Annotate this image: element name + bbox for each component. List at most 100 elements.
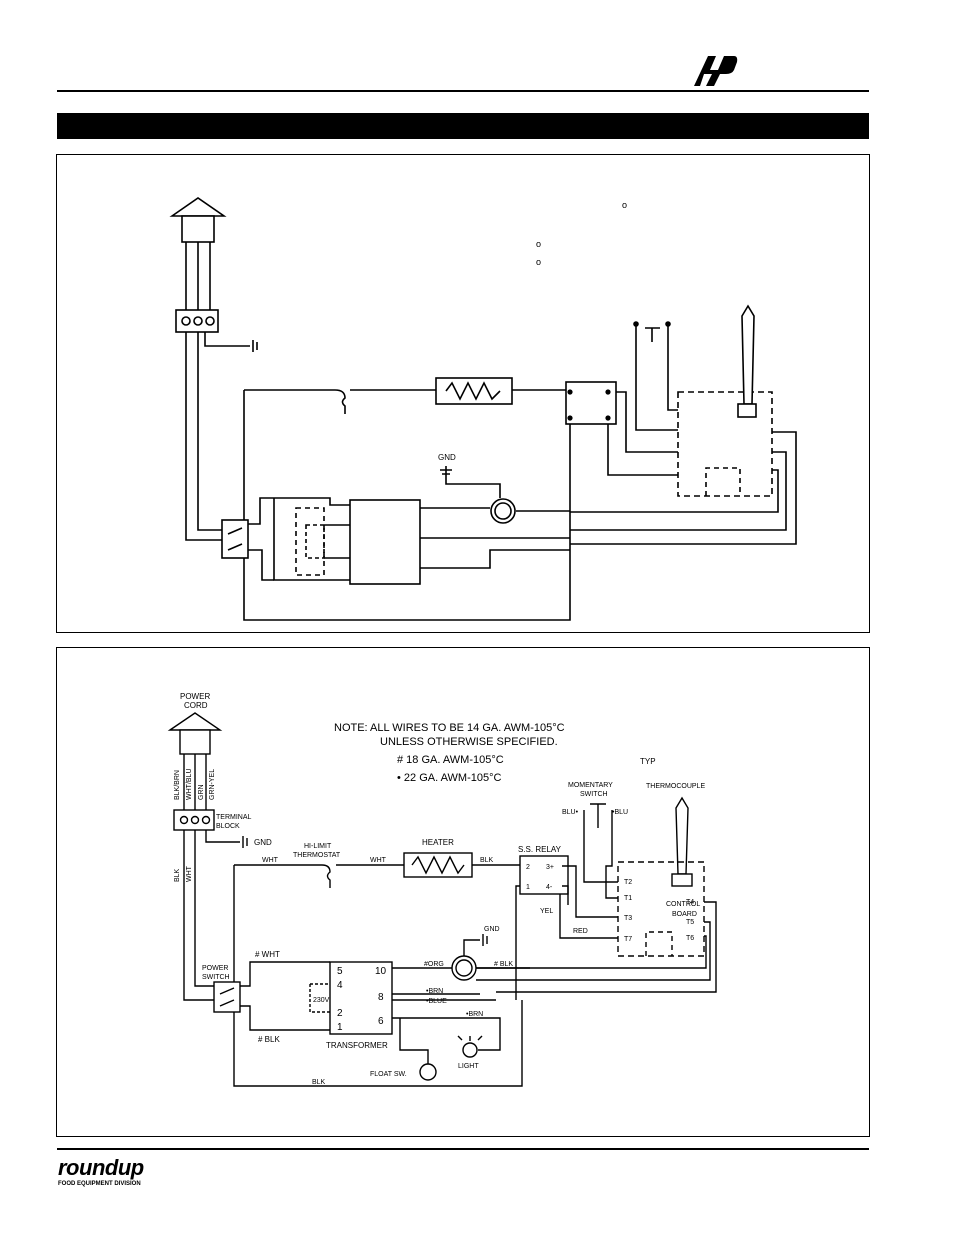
terminal-block-label-1: TERMINAL xyxy=(216,814,252,821)
float-switch xyxy=(419,1063,437,1081)
trans-pin-8: 8 xyxy=(378,992,384,1003)
thermocouple-label: THERMOCOUPLE xyxy=(646,783,705,790)
float-sw-label: FLOAT SW. xyxy=(370,1071,407,1078)
roundup-logo: roundup FOOD EQUIPMENT DIVISION xyxy=(58,1155,168,1187)
momentary-label-2: SWITCH xyxy=(580,791,608,798)
cord-wht-label: WHT xyxy=(186,865,193,882)
footer-rule xyxy=(57,1148,869,1150)
hash-blk-label: # BLK xyxy=(258,1035,280,1044)
top-degree-mark-2: o xyxy=(536,239,541,249)
top-plug-icon xyxy=(169,197,227,217)
top-degree-mark-3: o xyxy=(536,257,541,267)
note-line-2: UNLESS OTHERWISE SPECIFIED. xyxy=(380,736,558,748)
note-dot: • 22 GA. AWM-105°C xyxy=(397,772,501,784)
note-line-1: NOTE: ALL WIRES TO BE 14 GA. AWM-105°C xyxy=(334,722,565,734)
230v-label: 230V xyxy=(313,997,330,1004)
top-heater xyxy=(435,377,513,405)
hi-limit-label-1: HI-LIMIT xyxy=(304,843,332,850)
top-degree-mark-1: o xyxy=(622,200,627,210)
terminal-t6: T6 xyxy=(686,935,694,942)
terminal-block-label-2: BLOCK xyxy=(216,823,240,830)
top-power-switch xyxy=(221,519,249,559)
blue-label: •BLUE xyxy=(426,998,447,1005)
control-board xyxy=(617,861,705,957)
control-board-label-2: BOARD xyxy=(672,911,697,918)
gnd-label-2: GND xyxy=(484,926,500,933)
terminal-t2: T2 xyxy=(624,879,632,886)
hash-wht-label: # WHT xyxy=(255,950,280,959)
top-diagram: GND o o o xyxy=(169,197,797,621)
bottom-plug-icon xyxy=(167,712,223,731)
top-momentary-switch xyxy=(645,327,660,342)
header-rule xyxy=(57,90,869,92)
top-thermocouple xyxy=(741,304,755,405)
brn-label-2: •BRN xyxy=(466,1011,483,1018)
relay-pin-1: 1 xyxy=(526,884,530,891)
brn-label-1: •BRN xyxy=(426,988,443,995)
trans-pin-4: 4 xyxy=(337,980,343,991)
brand-word: roundup xyxy=(58,1155,144,1180)
bottom-diagram-panel xyxy=(56,647,870,1137)
top-transformer xyxy=(349,499,421,585)
wire-label-wht-blu: WHT/BLU xyxy=(186,769,193,801)
top-hi-limit-thermostat xyxy=(320,389,370,414)
terminal-t5: T5 xyxy=(686,919,694,926)
heater-blk-label: BLK xyxy=(480,857,494,864)
trans-pin-2: 2 xyxy=(337,1008,343,1019)
terminal-t4: T4 xyxy=(686,899,694,906)
wht-label-2: WHT xyxy=(370,857,387,864)
thermocouple xyxy=(675,796,689,875)
bottom-plug-body xyxy=(179,729,211,755)
yel-label: YEL xyxy=(540,908,553,915)
light-icon xyxy=(462,1042,478,1058)
heater-label: HEATER xyxy=(422,838,454,847)
ss-relay xyxy=(519,855,569,895)
brand-subtitle: FOOD EQUIPMENT DIVISION xyxy=(58,1181,141,1187)
transformer xyxy=(329,961,393,1035)
relay-pin-3: 3+ xyxy=(546,864,554,871)
terminal-t7: T7 xyxy=(624,936,632,943)
hash-blk2-label: # BLK xyxy=(494,961,513,968)
bottom-diagram: POWER CORD BLK/BRN WHT/BLU GRN GRN-YEL T… xyxy=(167,692,717,1087)
trans-pin-10: 10 xyxy=(375,966,387,977)
power-switch xyxy=(213,981,241,1013)
hash-org-label: #ORG xyxy=(424,961,444,968)
top-control-board xyxy=(677,391,773,497)
power-switch-label-1: POWER xyxy=(202,965,228,972)
cord-blk-label: BLK xyxy=(174,868,181,882)
wire-label-blk-brn: BLK/BRN xyxy=(174,770,181,800)
hi-limit-thermostat xyxy=(310,864,404,888)
momentary-label-1: MOMENTARY xyxy=(568,782,613,789)
gnd-label-1: GND xyxy=(254,838,272,847)
terminal-t3: T3 xyxy=(624,915,632,922)
blu-right-label: •BLU xyxy=(612,809,628,816)
terminal-t1: T1 xyxy=(624,895,632,902)
light-label: LIGHT xyxy=(458,1063,479,1070)
transformer-label: TRANSFORMER xyxy=(326,1041,388,1050)
blk-bottom-label: BLK xyxy=(312,1079,326,1086)
trans-pin-5: 5 xyxy=(337,966,343,977)
blu-left-label: BLU• xyxy=(562,809,579,816)
wire-label-grn: GRN xyxy=(198,784,205,800)
relay-pin-4: 4- xyxy=(546,884,553,891)
trans-pin-6: 6 xyxy=(378,1016,384,1027)
top-gnd-label: GND xyxy=(438,453,456,462)
control-board-label-1: CONTROL xyxy=(666,901,700,908)
power-switch-label-2: SWITCH xyxy=(202,974,230,981)
red-label: RED xyxy=(573,928,588,935)
top-diagram-panel xyxy=(56,154,870,633)
section-title-bar xyxy=(57,113,869,139)
relay-pin-2: 2 xyxy=(526,864,530,871)
power-cord-label-2: CORD xyxy=(184,701,208,710)
ap-logo-icon xyxy=(694,56,738,86)
hi-limit-label-2: THERMOSTAT xyxy=(293,852,341,859)
ss-relay-label: S.S. RELAY xyxy=(518,845,562,854)
top-plug-body xyxy=(181,215,215,243)
note-hash: # 18 GA. AWM-105°C xyxy=(397,754,504,766)
wht-label-1: WHT xyxy=(262,857,279,864)
wire-label-grn-yel: GRN-YEL xyxy=(209,769,216,800)
momentary-switch xyxy=(590,803,606,828)
typ-label: TYP xyxy=(640,757,656,766)
power-cord-label-1: POWER xyxy=(180,692,210,701)
